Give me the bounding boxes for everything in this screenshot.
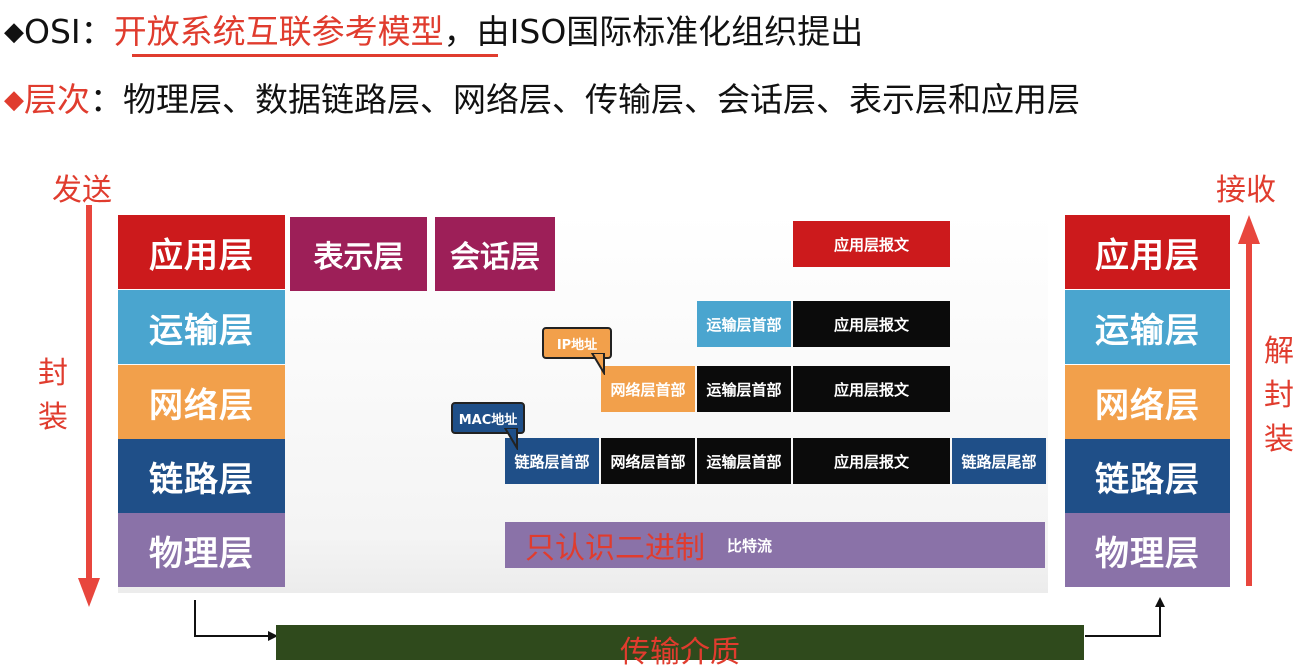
- osi-definition-line: ◆OSI：开放系统互联参考模型，由ISO国际标准化组织提出: [4, 12, 863, 52]
- receive-up-arrow-icon: [1238, 215, 1260, 586]
- layers-label: 层次: [24, 80, 90, 119]
- diamond-bullet-icon: ◆: [4, 17, 24, 47]
- right-network-layer: 网络层: [1065, 365, 1230, 439]
- decapsulate-char-3: 装: [1264, 422, 1294, 457]
- link-row-transport-header: 运输层首部: [697, 438, 791, 484]
- bitstream-label: 比特流: [727, 536, 773, 555]
- layers-list-line: ◆层次：物理层、数据链路层、网络层、传输层、会话层、表示层和应用层: [4, 80, 1080, 120]
- osi-origin: ，由ISO国际标准化组织提出: [443, 12, 864, 51]
- right-connector-arrow-icon: [1085, 606, 1161, 637]
- transport-row-message: 应用层报文: [793, 301, 950, 347]
- transmission-medium-bar: 传输介质: [276, 625, 1084, 670]
- mac-address-callout: MAC地址: [451, 402, 525, 434]
- highlight-underline: [132, 54, 498, 57]
- encapsulate-label: 封 装: [37, 352, 69, 440]
- receive-label: 接收: [1216, 173, 1276, 208]
- send-label: 发送: [52, 173, 112, 208]
- left-application-layer: 应用层: [118, 215, 285, 289]
- decapsulate-char-1: 解: [1264, 334, 1294, 369]
- network-row-message: 应用层报文: [793, 366, 950, 412]
- transmission-medium-label: 传输介质: [620, 634, 740, 670]
- right-transport-layer: 运输层: [1065, 290, 1230, 364]
- encapsulate-char-1: 封: [38, 356, 68, 391]
- network-row-header: 网络层首部: [601, 366, 695, 412]
- right-connector-arrowhead-icon: [1155, 597, 1165, 607]
- layers-colon: ：: [90, 80, 123, 119]
- send-down-arrow-icon: [78, 205, 100, 607]
- presentation-layer: 表示层: [290, 217, 427, 291]
- left-transport-layer: 运输层: [118, 290, 285, 364]
- decapsulate-char-2: 封: [1264, 378, 1294, 413]
- left-network-layer: 网络层: [118, 365, 285, 439]
- right-application-layer: 应用层: [1065, 215, 1230, 289]
- right-link-layer: 链路层: [1065, 439, 1230, 513]
- network-row-transport-header: 运输层首部: [697, 366, 791, 412]
- mac-callout-pointer-icon: [503, 428, 518, 450]
- binary-only-label: 只认识二进制: [525, 531, 705, 566]
- encapsulate-char-2: 装: [38, 400, 68, 435]
- left-connector-arrow-icon: [194, 600, 268, 637]
- left-link-layer: 链路层: [118, 439, 285, 513]
- layers-list: 物理层、数据链路层、网络层、传输层、会话层、表示层和应用层: [123, 80, 1080, 119]
- osi-fullname: 开放系统互联参考模型: [113, 12, 444, 51]
- left-connector-arrowhead-icon: [268, 631, 278, 641]
- left-physical-layer: 物理层: [118, 513, 285, 587]
- session-layer: 会话层: [435, 217, 555, 291]
- link-row-message: 应用层报文: [793, 438, 950, 484]
- bitstream-bar: 只认识二进制 比特流: [505, 522, 1045, 568]
- link-row-header: 链路层首部: [505, 438, 599, 484]
- right-physical-layer: 物理层: [1065, 513, 1230, 587]
- decapsulate-label: 解 封 装: [1263, 330, 1295, 462]
- app-row-message: 应用层报文: [793, 221, 950, 267]
- osi-prefix: OSI：: [24, 12, 114, 51]
- transport-row-header: 运输层首部: [697, 301, 791, 347]
- ip-callout-pointer-icon: [590, 353, 605, 375]
- diamond-bullet-icon: ◆: [4, 85, 24, 115]
- link-row-trailer: 链路层尾部: [952, 438, 1046, 484]
- link-row-network-header: 网络层首部: [601, 438, 695, 484]
